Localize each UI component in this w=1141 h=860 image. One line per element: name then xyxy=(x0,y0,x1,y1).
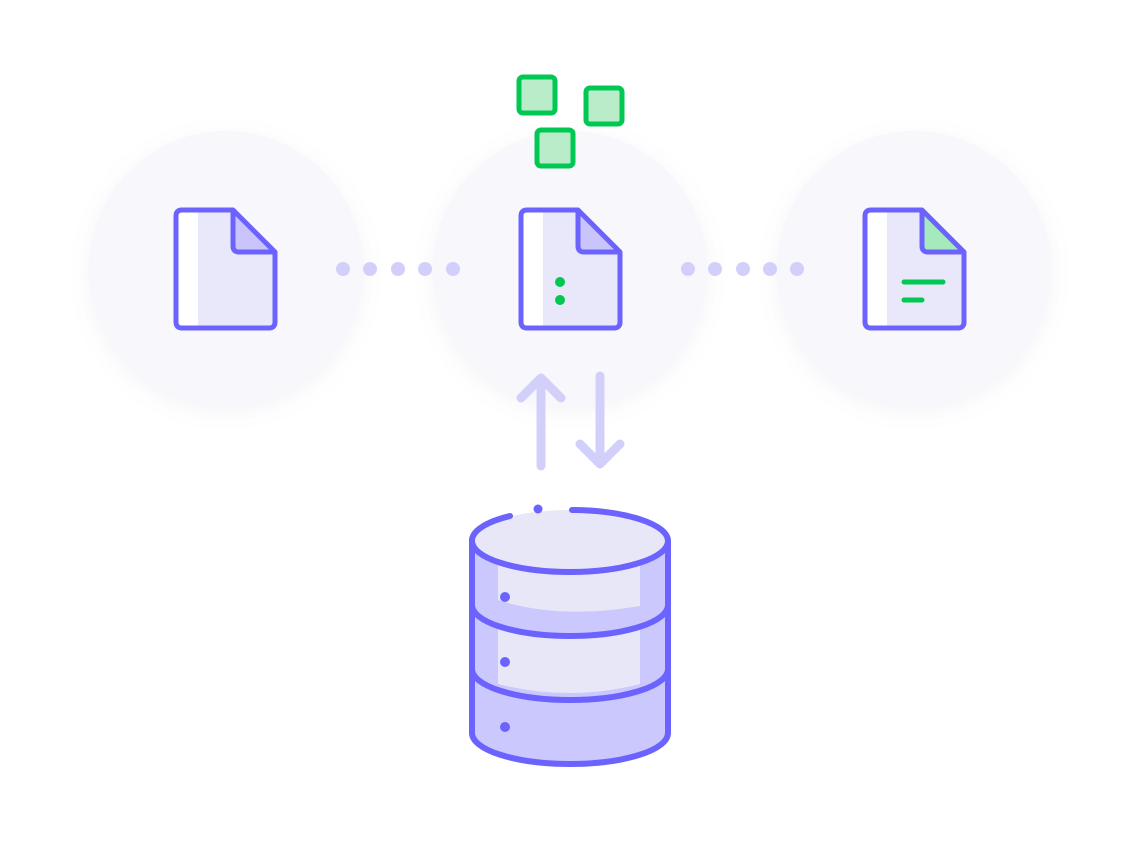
db-indicator-dot xyxy=(500,657,510,667)
db-indicator-dot xyxy=(500,592,510,602)
connector-dots-left xyxy=(336,262,460,276)
empty-document-icon xyxy=(173,207,278,331)
bidirectional-arrows-icon xyxy=(516,371,625,471)
db-indicator-dot xyxy=(500,722,510,732)
connector-dots-right xyxy=(681,262,804,276)
data-block-icon xyxy=(516,74,625,169)
progress-dot xyxy=(555,277,565,287)
processing-document-icon xyxy=(518,207,623,331)
progress-dot xyxy=(555,295,565,305)
database-icon xyxy=(469,504,672,767)
completed-document-icon xyxy=(862,207,967,331)
